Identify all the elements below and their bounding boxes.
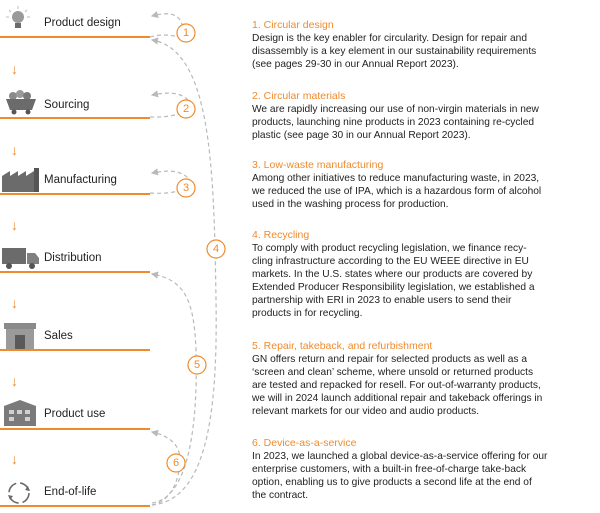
loop-number-2: 2 <box>183 103 189 115</box>
loop-badge-4 <box>206 239 226 259</box>
section-body: Among other initiatives to reduce manufa… <box>252 173 542 210</box>
loop-badge-1 <box>176 23 196 43</box>
mine-cart-icon <box>4 90 38 121</box>
section-recycling: 4. Recycling To comply with product recy… <box>252 229 592 320</box>
stage-underline <box>0 36 150 38</box>
down-arrow-icon: ↓ <box>11 217 18 233</box>
loop-3-path <box>149 168 191 194</box>
section-title: 5. Repair, takeback, and refurbishment <box>252 340 433 352</box>
loop-number-6: 6 <box>173 457 179 469</box>
loop-badge-5 <box>187 355 207 375</box>
section-body: Design is the key enabler for circularit… <box>252 33 537 70</box>
stage-underline <box>0 271 150 273</box>
loop-number-1: 1 <box>183 27 189 39</box>
stage-underline <box>0 193 150 195</box>
stage-label-sourcing: Sourcing <box>44 99 90 111</box>
section-title: 1. Circular design <box>252 19 334 31</box>
section-circular-materials: 2. Circular materials We are rapidly inc… <box>252 90 592 142</box>
section-title: 2. Circular materials <box>252 90 346 102</box>
office-building-icon <box>4 400 36 431</box>
loop-number-5: 5 <box>194 359 200 371</box>
section-body: To comply with product recycling legisla… <box>252 243 535 319</box>
down-arrow-icon: ↓ <box>11 61 18 77</box>
stage-label-sales: Sales <box>44 330 73 342</box>
loop-1-path <box>149 11 184 38</box>
section-body: GN offers return and repair for selected… <box>252 354 543 417</box>
down-arrow-icon: ↓ <box>11 451 18 467</box>
section-low-waste-manufacturing: 3. Low-waste manufacturing Among other i… <box>252 159 592 211</box>
factory-icon <box>2 168 40 197</box>
down-arrow-icon: ↓ <box>11 142 18 158</box>
stage-label-product-design: Product design <box>44 17 121 29</box>
store-icon <box>4 323 36 354</box>
stage-label-product-use: Product use <box>44 408 106 420</box>
section-circular-design: 1. Circular design Design is the key ena… <box>252 19 592 71</box>
loop-badge-2 <box>176 99 196 119</box>
loop-badge-6 <box>166 453 186 473</box>
section-body: In 2023, we launched a global device-as-… <box>252 451 548 501</box>
down-arrow-icon: ↓ <box>11 295 18 311</box>
down-arrow-icon: ↓ <box>11 373 18 389</box>
section-body: We are rapidly increasing our use of non… <box>252 104 539 141</box>
loop-badge-3 <box>176 178 196 198</box>
stage-underline <box>0 117 150 119</box>
stage-underline <box>0 505 150 507</box>
lightbulb-icon <box>6 6 30 41</box>
loop-4-path <box>150 37 217 506</box>
loop-2-path <box>149 90 191 118</box>
stage-label-end-of-life: End-of-life <box>44 486 97 498</box>
stage-label-manufacturing: Manufacturing <box>44 174 117 186</box>
section-title: 4. Recycling <box>252 229 310 241</box>
recycle-arrows-icon <box>4 478 34 513</box>
stage-underline <box>0 349 150 351</box>
loop-number-3: 3 <box>183 182 189 194</box>
stage-label-distribution: Distribution <box>44 252 102 264</box>
section-title: 6. Device-as-a-service <box>252 437 357 449</box>
section-title: 3. Low-waste manufacturing <box>252 159 384 171</box>
section-repair-takeback: 5. Repair, takeback, and refurbishment G… <box>252 340 592 418</box>
section-device-as-a-service: 6. Device-as-a-service In 2023, we launc… <box>252 437 592 502</box>
loop-number-4: 4 <box>213 243 219 255</box>
stage-underline <box>0 428 150 430</box>
truck-icon <box>2 246 40 275</box>
